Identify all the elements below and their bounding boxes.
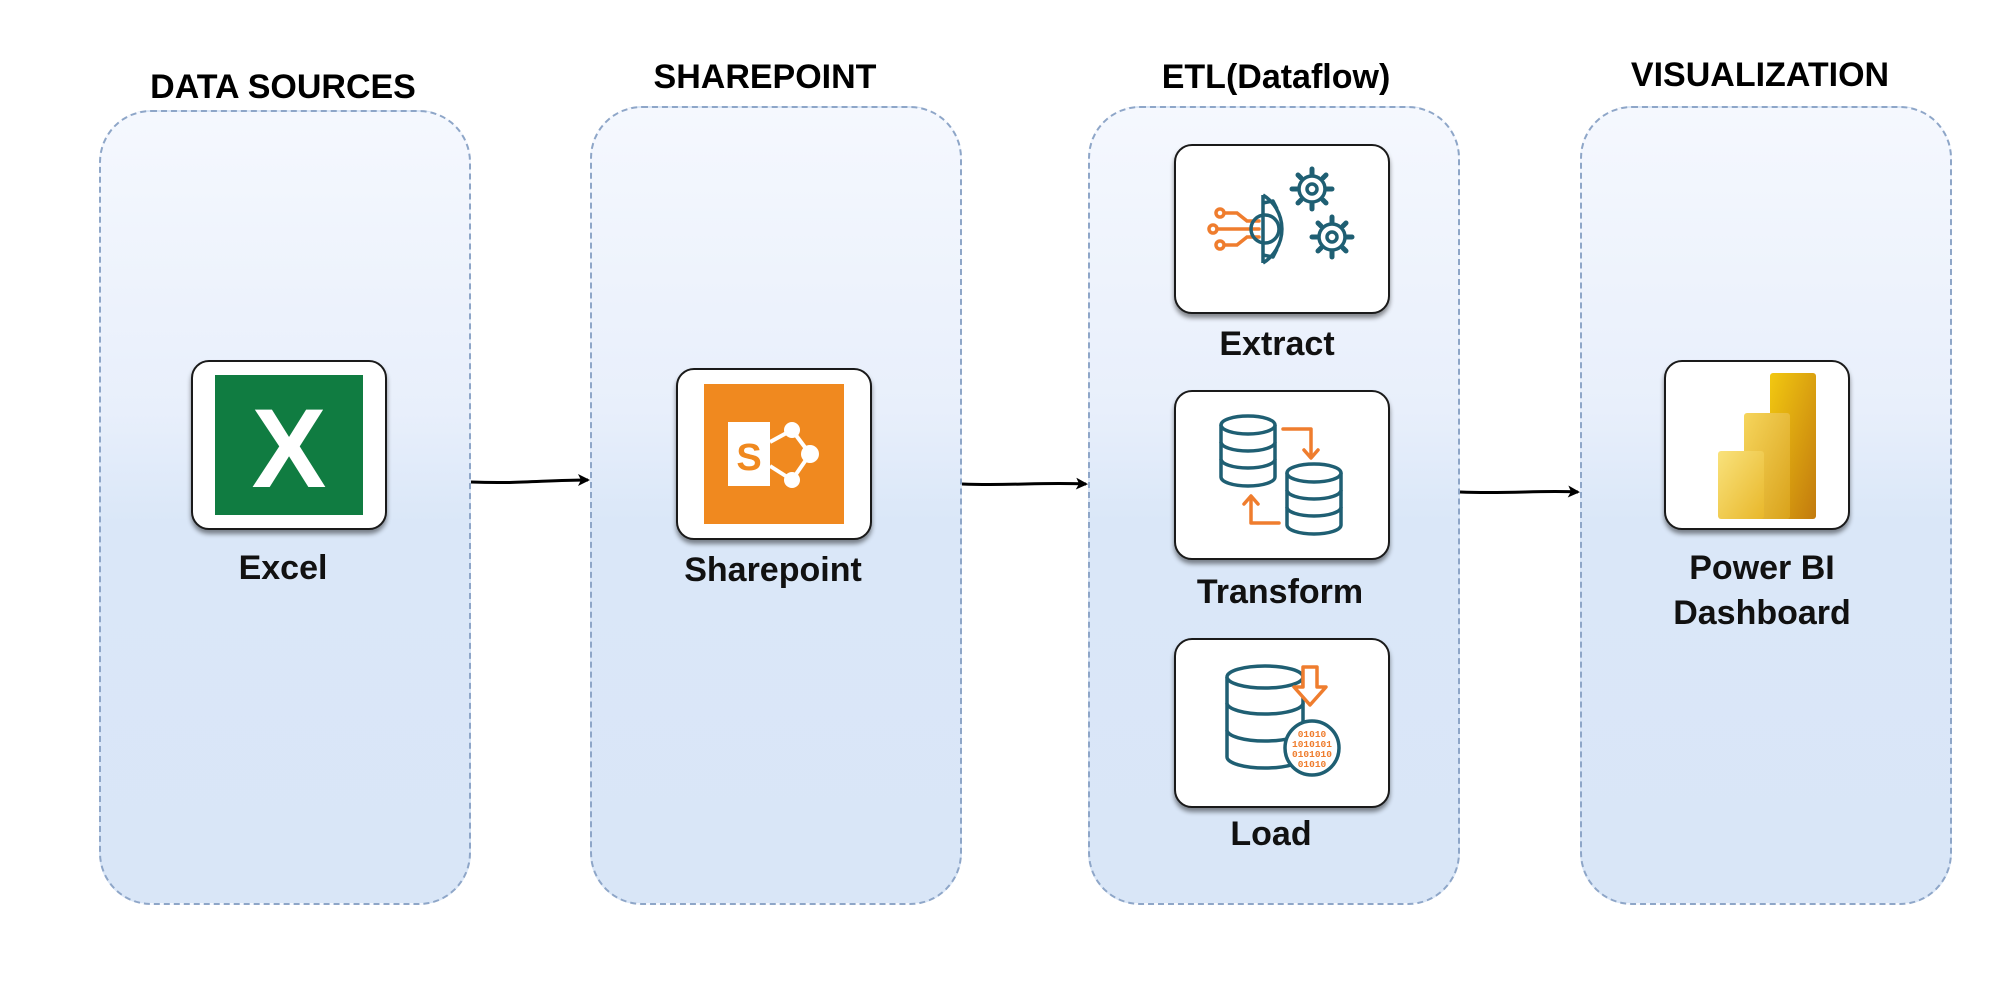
load-bits-line-2: 1010101 xyxy=(1292,739,1332,750)
arrow-sharepoint-to-etl xyxy=(961,477,1088,490)
excel-node[interactable]: X xyxy=(191,360,387,530)
load-label: Load xyxy=(1230,815,1312,853)
sharepoint-node[interactable]: S xyxy=(676,368,872,540)
transform-label: Transform xyxy=(1196,573,1364,611)
stage-title-visualization: VISUALIZATION xyxy=(1630,56,1890,94)
arrow-etl-to-visualization xyxy=(1459,485,1580,498)
excel-label: Excel xyxy=(238,549,328,587)
power-bi-icon xyxy=(1718,373,1816,519)
database-load-icon: 01010 1010101 0101010 01010 xyxy=(1225,664,1341,777)
database-transform-icon xyxy=(1219,414,1343,536)
stage-title-sharepoint: SHAREPOINT xyxy=(653,58,877,96)
sharepoint-icon: S xyxy=(704,384,844,524)
load-node[interactable]: 01010 1010101 0101010 01010 xyxy=(1174,638,1390,808)
powerbi-label: Power BI Dashboard xyxy=(1673,546,1851,636)
load-bits-line-4: 01010 xyxy=(1298,759,1327,770)
transform-node[interactable] xyxy=(1174,390,1390,560)
load-bits-line-1: 01010 xyxy=(1298,729,1327,740)
excel-icon: X xyxy=(215,375,363,515)
stage-title-etl: ETL(Dataflow) xyxy=(1161,58,1391,96)
powerbi-label-line-2: Dashboard xyxy=(1673,593,1851,632)
gears-icon xyxy=(1207,166,1355,265)
stage-title-data-sources: DATA SOURCES xyxy=(150,68,416,106)
extract-node[interactable] xyxy=(1174,144,1390,314)
powerbi-node[interactable] xyxy=(1664,360,1850,530)
extract-label: Extract xyxy=(1219,325,1335,363)
load-bits-line-3: 0101010 xyxy=(1292,749,1332,760)
sharepoint-label: Sharepoint xyxy=(684,551,862,589)
powerbi-label-line-1: Power BI xyxy=(1689,549,1835,587)
excel-icon-letter: X xyxy=(252,386,327,511)
sharepoint-icon-letter: S xyxy=(736,437,761,479)
arrow-excel-to-sharepoint xyxy=(470,474,590,487)
